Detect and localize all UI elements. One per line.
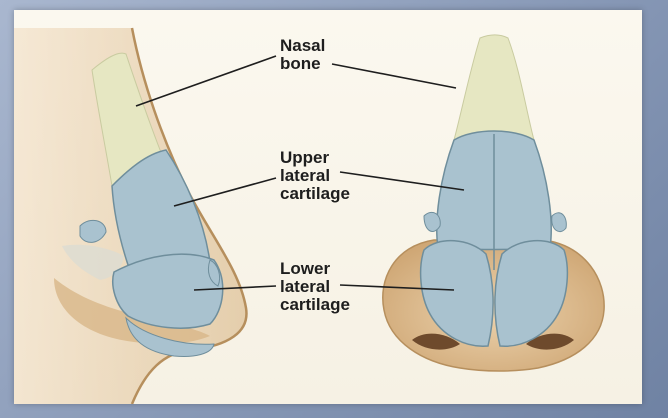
lateral-sesamoid-cartilage	[79, 219, 107, 243]
label-line: bone	[280, 54, 321, 73]
frontal-sesamoid-left	[423, 211, 441, 232]
label-line: Lower	[280, 259, 331, 278]
leader-lower-right	[339, 284, 455, 291]
frontal-nasal-bone	[453, 34, 535, 141]
lateral-fibrous-tissue	[62, 244, 124, 280]
leader-upper-right	[339, 171, 465, 191]
label-nasal-bone: Nasal bone	[280, 37, 325, 73]
lateral-accessory-cartilage	[207, 259, 221, 287]
nasal-anatomy-illustration	[14, 27, 605, 404]
lateral-lower-cartilage	[112, 253, 224, 329]
leader-nasal-right	[331, 63, 457, 89]
label-line: Nasal	[280, 36, 326, 55]
lateral-view	[14, 27, 248, 404]
frontal-lower-cartilage-right	[494, 239, 569, 347]
label-line: Upper	[280, 148, 330, 167]
label-line: cartilage	[280, 295, 350, 314]
frontal-sesamoid-right	[551, 212, 567, 232]
label-lower-lateral-cartilage: Lower lateral cartilage	[280, 260, 350, 314]
leader-upper-left	[173, 177, 277, 207]
left-nostril	[412, 333, 460, 350]
label-line: cartilage	[280, 184, 350, 203]
label-line: lateral	[280, 166, 331, 185]
leader-nasal-left	[135, 55, 277, 107]
leader-lower-left	[193, 285, 277, 291]
leader-lines	[135, 55, 465, 291]
label-upper-lateral-cartilage: Upper lateral cartilage	[280, 149, 350, 203]
frontal-lower-cartilage-left	[419, 239, 494, 347]
lateral-lower-cartilage-crus	[125, 316, 215, 357]
right-nostril	[526, 333, 574, 350]
illustration-panel: Nasal bone Upper lateral cartilage Lower…	[14, 10, 642, 404]
frontal-view	[382, 34, 605, 372]
label-line: lateral	[280, 277, 331, 296]
